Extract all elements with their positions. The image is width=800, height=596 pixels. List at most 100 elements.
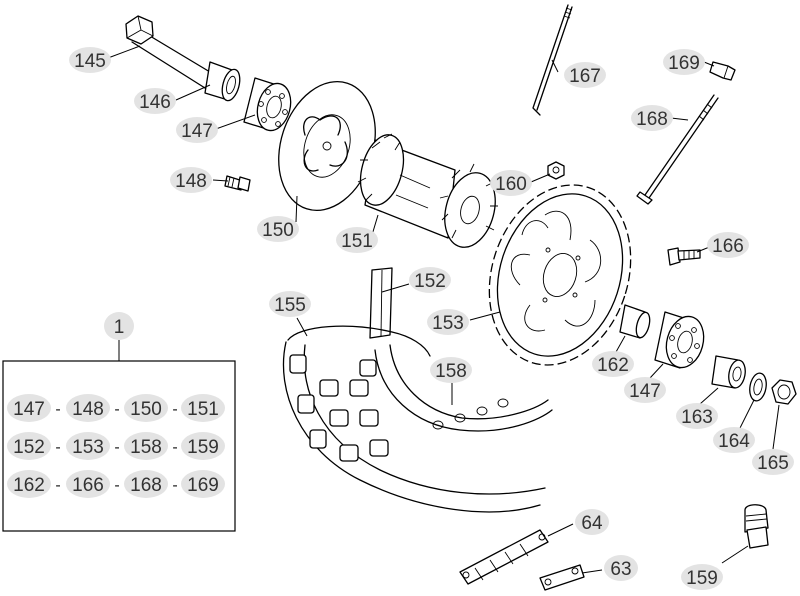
- small-nut-drawing: [547, 161, 565, 180]
- callout-label: 159: [686, 568, 718, 589]
- callout-label: 147: [629, 381, 661, 402]
- kit-item-badge: [66, 470, 110, 498]
- spacer-drawing-162: [619, 304, 651, 339]
- kit-item-badge: [124, 470, 168, 498]
- kit-item-label: 162: [13, 475, 45, 496]
- kit-separator: -: [55, 477, 60, 494]
- kit-item-label: 153: [72, 437, 104, 458]
- callout-label: 63: [610, 559, 631, 580]
- kit-separator: -: [114, 439, 119, 456]
- spoke-drawing-167: [532, 4, 573, 116]
- kit-item-badge: [7, 394, 51, 422]
- kit-separator: -: [172, 439, 177, 456]
- spacer-drawing-163: [711, 355, 746, 389]
- callout-159: 159: [681, 564, 723, 590]
- callout-label: 147: [181, 121, 213, 142]
- kit-separator: -: [172, 477, 177, 494]
- callout-158: 158: [430, 357, 472, 383]
- callout-63: 63: [604, 555, 638, 581]
- rim-tape-drawing: [369, 267, 393, 339]
- spoke-nipple-drawing: [709, 61, 736, 81]
- callout-152: 152: [409, 267, 451, 293]
- kit-item-badge: [7, 432, 51, 460]
- kit-item-badge: [66, 394, 110, 422]
- sprocket-bolt-drawing: [667, 247, 701, 266]
- callout-166: 166: [707, 232, 749, 258]
- kit-item-label: 169: [187, 475, 219, 496]
- kit-item-label: 168: [130, 475, 162, 496]
- rim-spoke-holes: [432, 398, 509, 430]
- callout-label: 164: [718, 431, 750, 452]
- kit-item-badge: [124, 394, 168, 422]
- axle-drawing: [125, 15, 218, 90]
- callout-label: 146: [139, 92, 171, 113]
- spoke-drawing-168: [636, 94, 719, 205]
- sprocket-drawing: [488, 184, 632, 366]
- callout-label: 166: [712, 236, 744, 257]
- bearing-drawing-upper: [243, 77, 292, 132]
- kit-item-label: 150: [130, 399, 162, 420]
- callout-label: 152: [414, 271, 446, 292]
- callout-169: 169: [663, 49, 705, 75]
- chain-link-drawing: [539, 564, 585, 591]
- kit-number: 1: [114, 317, 125, 338]
- callout-168: 168: [631, 105, 673, 131]
- kit-item-label: 158: [130, 437, 162, 458]
- spacer-drawing: [204, 61, 241, 102]
- callout-label: 145: [74, 51, 106, 72]
- kit-separator: -: [114, 401, 119, 418]
- callout-label: 160: [495, 174, 527, 195]
- callout-150: 150: [257, 216, 299, 242]
- callout-147-lower: 147: [624, 377, 666, 403]
- kit-item-label: 147: [13, 399, 45, 420]
- callout-label: 158: [435, 361, 467, 382]
- kit-item-label: 159: [187, 437, 219, 458]
- callout-label: 151: [341, 231, 373, 252]
- callout-label: 155: [274, 295, 306, 316]
- callout-147-upper: 147: [176, 117, 218, 143]
- kit-item-label: 151: [187, 399, 219, 420]
- callout-label: 148: [175, 171, 207, 192]
- kit-item-badge: [7, 470, 51, 498]
- callout-160: 160: [490, 170, 532, 196]
- callout-148: 148: [170, 167, 212, 193]
- kit-item-label: 148: [72, 399, 104, 420]
- kit-item-label: 152: [13, 437, 45, 458]
- callout-155: 155: [269, 291, 311, 317]
- kit-item-badge: [181, 432, 225, 460]
- callout-label: 165: [757, 453, 789, 474]
- tread-blocks: [289, 354, 389, 462]
- chain-drawing: [459, 529, 549, 585]
- callout-label: 64: [581, 513, 603, 534]
- callout-163: 163: [676, 403, 718, 429]
- kit-contents-list: 147-148-150-151152-153-158-159162-166-16…: [7, 394, 225, 498]
- callout-153: 153: [427, 309, 469, 335]
- callout-label: 163: [681, 407, 713, 428]
- tyre-and-rim-drawing: [282, 325, 553, 513]
- callout-146: 146: [134, 88, 176, 114]
- kit-item-badge: [66, 432, 110, 460]
- callout-164: 164: [713, 427, 755, 453]
- kit-item-badge: [181, 394, 225, 422]
- kit-box: 1 147-148-150-151152-153-158-159162-166-…: [2, 312, 236, 532]
- callout-162: 162: [592, 351, 634, 377]
- kit-separator: -: [55, 401, 60, 418]
- callout-64: 64: [575, 509, 609, 535]
- callout-label: 169: [668, 53, 700, 74]
- kit-item-badge: [124, 432, 168, 460]
- leader-lines: [107, 45, 780, 574]
- callout-label: 162: [597, 355, 629, 376]
- kit-number-badge: [104, 312, 134, 340]
- callout-label: 150: [262, 220, 294, 241]
- kit-separator: -: [55, 439, 60, 456]
- hub-drawing: [357, 133, 498, 248]
- callout-167: 167: [564, 62, 606, 88]
- callout-151: 151: [336, 227, 378, 253]
- bearing-drawing-lower: [654, 311, 705, 369]
- callout-label: 168: [636, 109, 668, 130]
- kit-separator: -: [114, 477, 119, 494]
- callout-label: 153: [432, 313, 464, 334]
- callout-165: 165: [752, 449, 794, 475]
- washer-drawing: [749, 372, 767, 402]
